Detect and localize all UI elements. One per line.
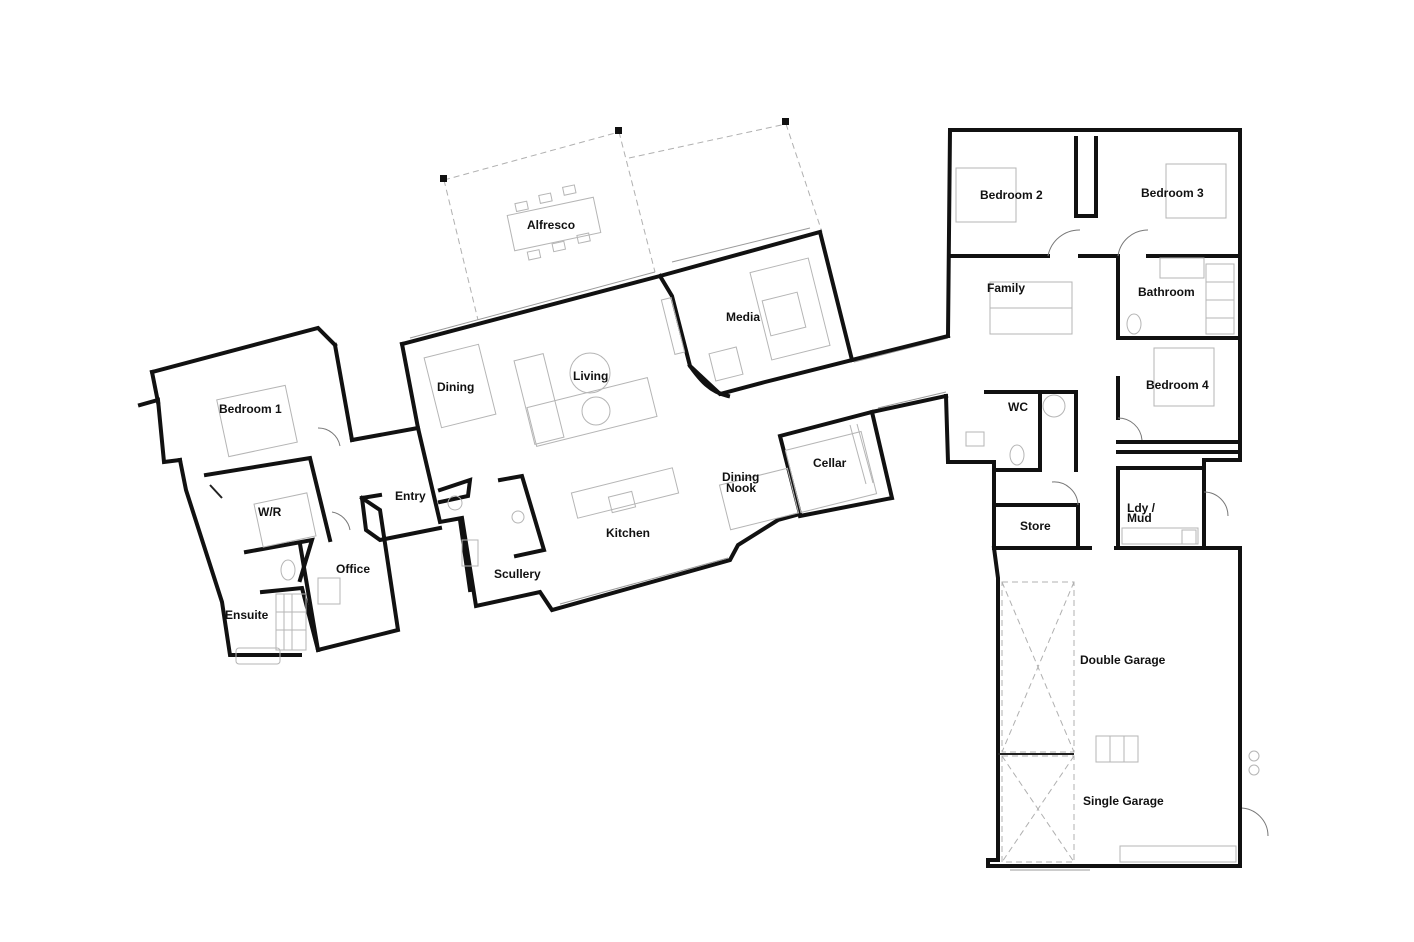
central-windows: [409, 227, 949, 605]
garage-walls: [986, 545, 1242, 868]
label-dining: Dining: [437, 380, 474, 394]
central-furniture: [423, 257, 878, 567]
label-ensuite: Ensuite: [225, 608, 269, 622]
left-wing-walls: [137, 325, 421, 657]
label-double-garage: Double Garage: [1080, 653, 1166, 667]
label-wc: WC: [1008, 400, 1028, 414]
alfresco-pergola: [440, 118, 823, 321]
label-bedroom-4: Bedroom 4: [1146, 378, 1209, 392]
right-wing-furniture: [955, 163, 1269, 837]
label-office: Office: [336, 562, 370, 576]
label-cellar: Cellar: [813, 456, 847, 470]
label-alfresco: Alfresco: [527, 218, 575, 232]
label-ldy-line2: Mud: [1127, 511, 1152, 525]
garage-furniture: [1001, 581, 1260, 871]
room-labels: Alfresco Bedroom 1 Dining Living Media W…: [219, 186, 1209, 808]
label-media: Media: [726, 310, 760, 324]
label-kitchen: Kitchen: [606, 526, 650, 540]
label-family: Family: [987, 281, 1025, 295]
label-scullery: Scullery: [494, 567, 541, 581]
label-bedroom-1: Bedroom 1: [219, 402, 282, 416]
label-single-garage: Single Garage: [1083, 794, 1164, 808]
label-bedroom-3: Bedroom 3: [1141, 186, 1204, 200]
label-entry: Entry: [395, 489, 426, 503]
label-wr: W/R: [258, 505, 282, 519]
label-dining-nook-line1: Dining: [722, 470, 759, 484]
right-wing-walls: [943, 128, 1242, 550]
label-bedroom-2: Bedroom 2: [980, 188, 1043, 202]
central-walls: [359, 229, 895, 613]
alfresco-table-icon: [506, 184, 602, 261]
label-ldy-line1: Ldy /: [1127, 501, 1156, 515]
label-living: Living: [573, 369, 608, 383]
label-store: Store: [1020, 519, 1051, 533]
label-bathroom: Bathroom: [1138, 285, 1195, 299]
left-wing-furniture: [216, 384, 351, 665]
label-dining-nook-line2: Nook: [726, 481, 756, 495]
connector-walls: [849, 333, 951, 415]
